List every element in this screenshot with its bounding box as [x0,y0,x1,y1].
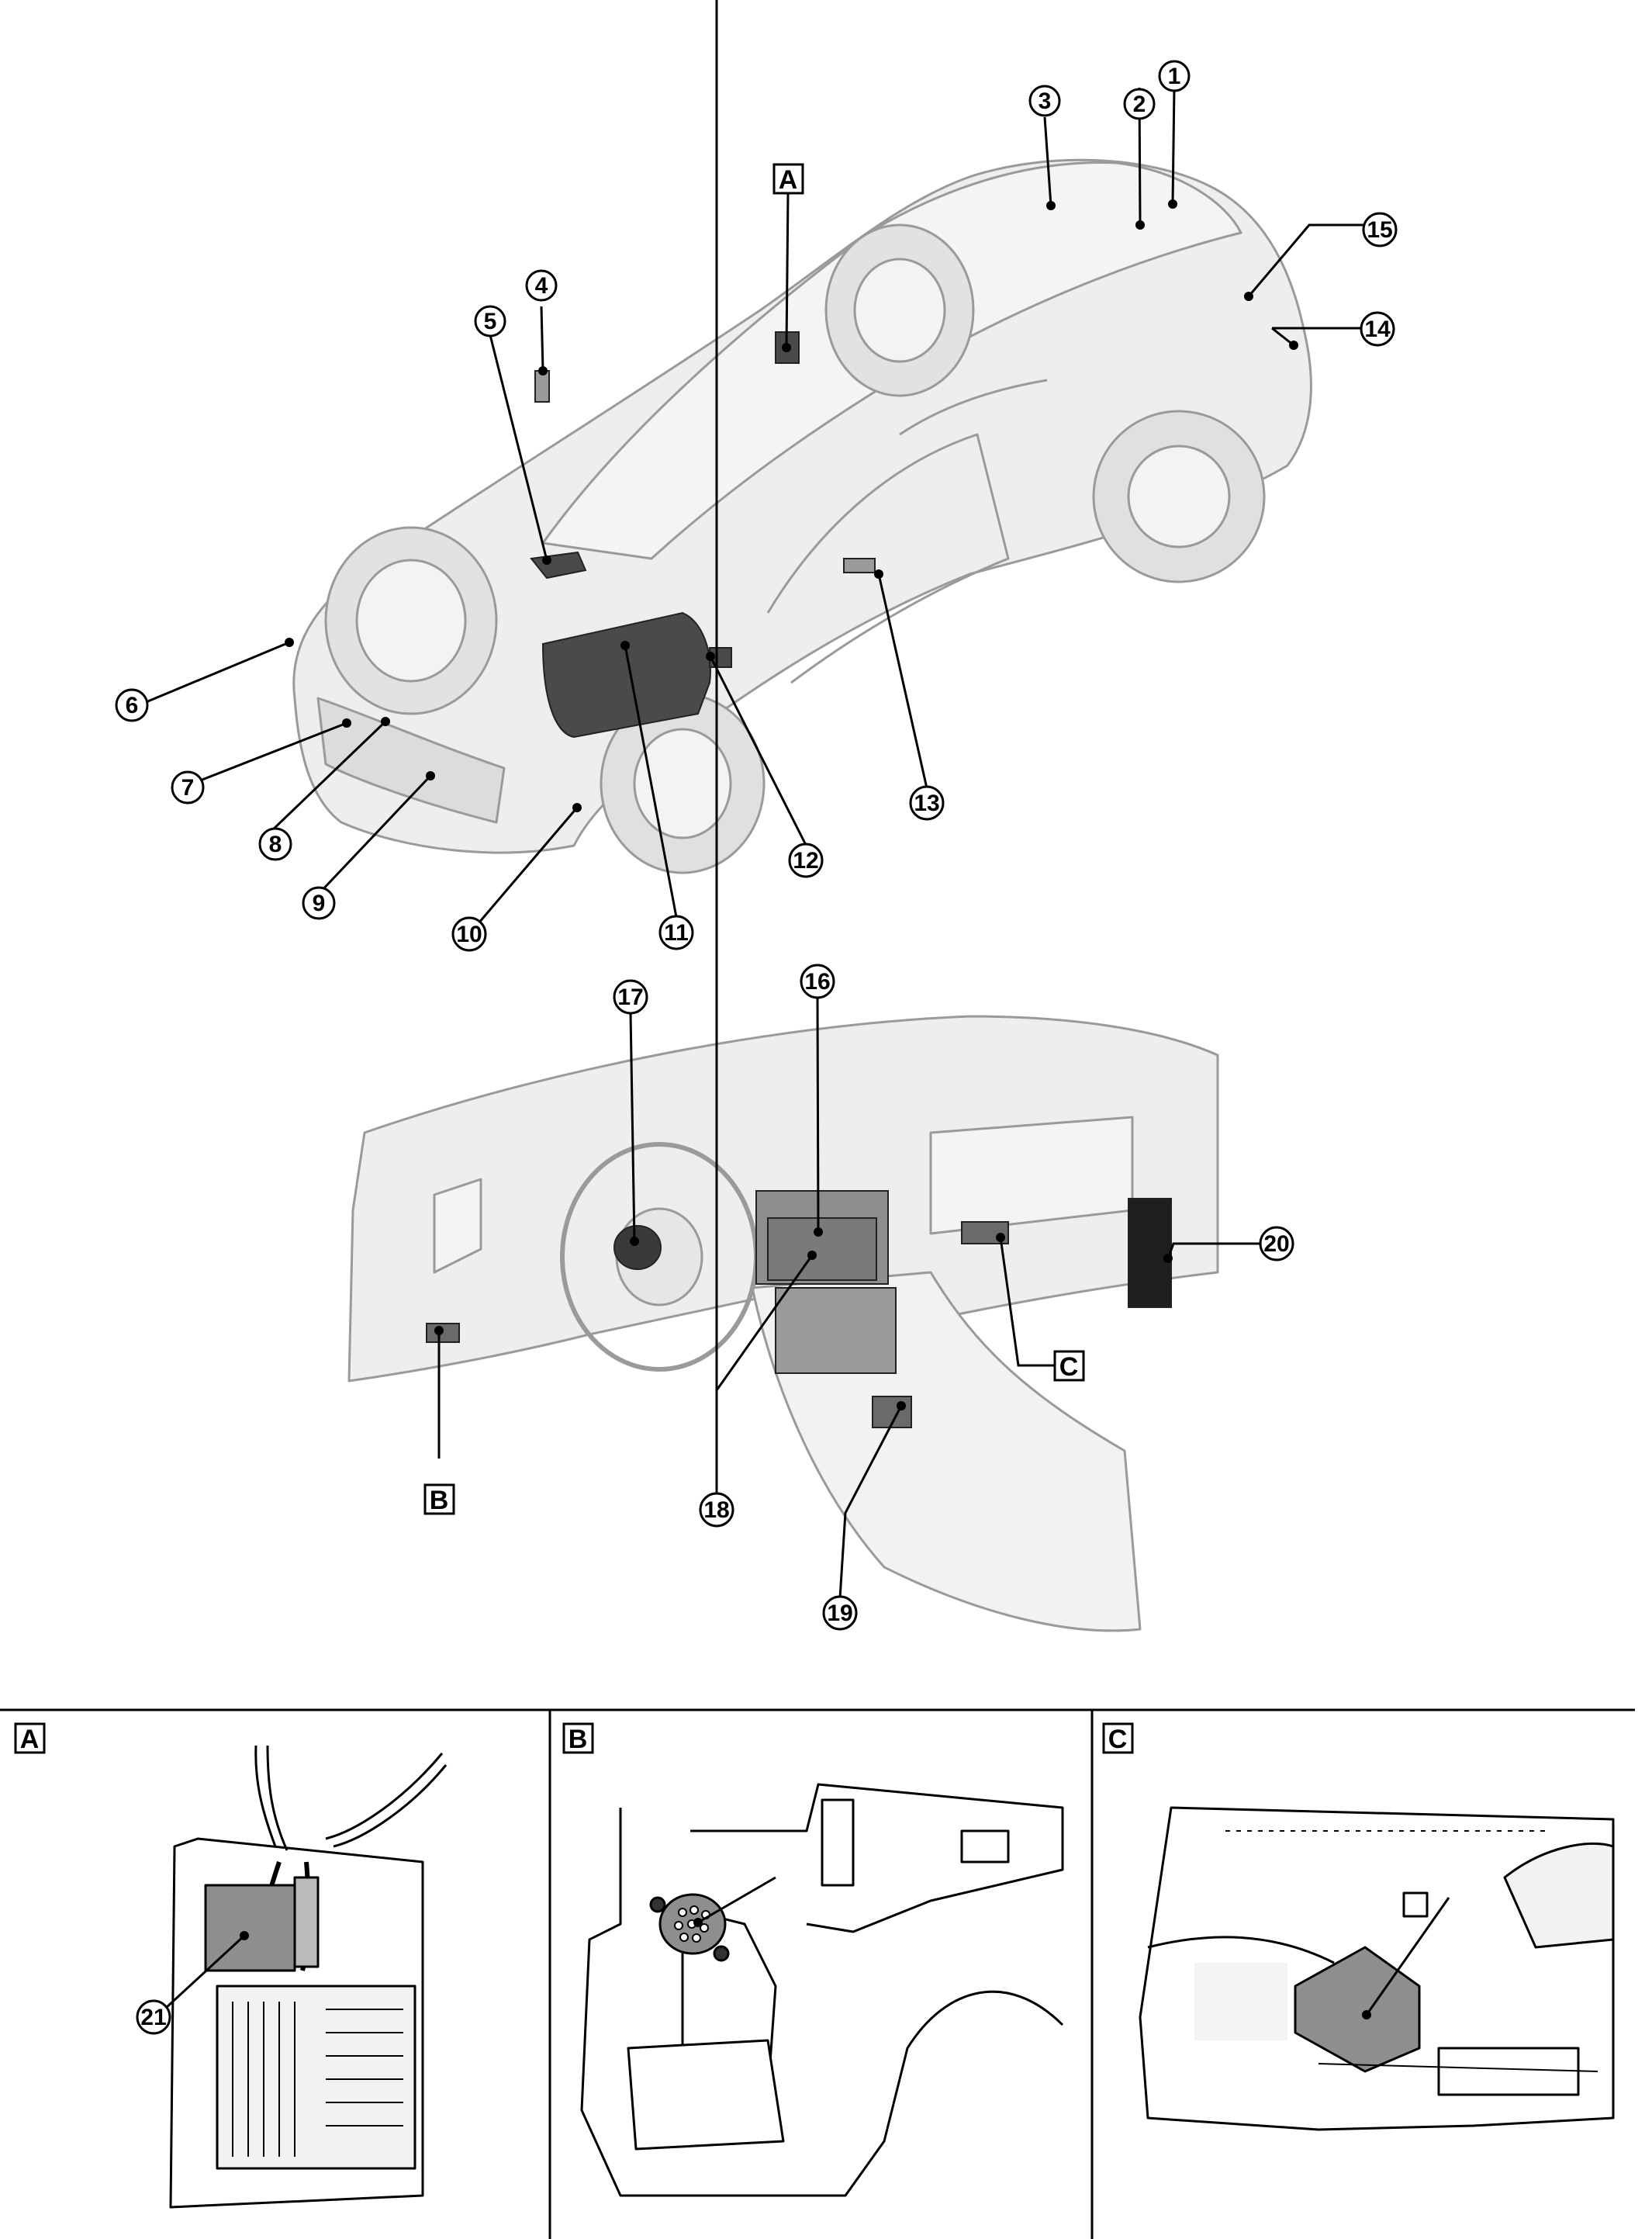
svg-text:7: 7 [181,775,195,801]
panel-c-illustration [1139,1806,1615,2131]
callout-21: 21 [136,1999,171,2035]
view-ref-a-line [785,192,790,348]
leader-lines [140,0,1363,1599]
svg-text:18: 18 [703,1497,729,1523]
center-unit [775,1287,897,1374]
component-19 [872,1396,912,1428]
view-ref-c: C [1053,1350,1085,1382]
callout-7: 7 [171,770,205,805]
callout-5: 5 [474,305,506,337]
panel-a-dot [240,1931,249,1940]
svg-text:11: 11 [664,920,689,946]
transmission-component [541,611,711,739]
svg-text:3: 3 [1039,88,1052,114]
panel-a-label: A [14,1722,46,1754]
component-23 [1294,1946,1421,2073]
callout-14: 14 [1360,311,1395,347]
panel-c-leader [1365,1897,1450,2016]
callout-19: 19 [822,1595,858,1631]
bcm-module [1128,1198,1172,1308]
panel-b-label: B [562,1722,594,1754]
svg-text:21: 21 [140,2005,166,2030]
callout-9: 9 [302,886,336,920]
svg-text:2: 2 [1133,92,1146,117]
svg-text:4: 4 [535,273,548,299]
svg-text:10: 10 [456,922,482,947]
callout-16: 16 [800,964,835,999]
panel-b-leader [697,1876,776,1924]
vehicle-components [530,331,876,739]
callout-18: 18 [699,1492,734,1528]
detail-panels-frame [0,1708,1635,2239]
callout-20: 20 [1259,1226,1294,1261]
callout-1: 1 [1158,60,1191,92]
svg-text:13: 13 [914,791,939,816]
callout-11: 11 [658,915,694,950]
callout-8: 8 [258,827,292,861]
callout-10: 10 [451,916,487,952]
svg-text:1: 1 [1168,64,1181,89]
svg-text:A: A [779,165,798,195]
svg-text:20: 20 [1263,1231,1289,1257]
svg-text:C: C [1059,1352,1079,1382]
callout-12: 12 [788,843,824,878]
panel-b-illustration [580,1783,1064,2197]
panel-c-dot [1362,2010,1371,2019]
component-4 [534,370,550,403]
svg-text:5: 5 [484,309,497,334]
svg-text:14: 14 [1364,317,1391,342]
callout-13: 13 [909,785,945,821]
svg-text:B: B [569,1725,588,1754]
svg-text:16: 16 [804,969,830,995]
component-13 [843,558,876,573]
svg-text:12: 12 [793,848,818,874]
dashboard-components [426,1190,1172,1428]
vehicle-illustration [292,158,1312,874]
view-ref-b: B [423,1483,455,1515]
svg-text:17: 17 [617,985,643,1010]
panel-a-illustration [169,1745,448,2209]
panel-a-leader [164,1934,246,2009]
panel-c-label: C [1102,1722,1134,1754]
panel-b-dot [693,1918,703,1927]
spiral-cable [613,1225,662,1270]
svg-text:B: B [430,1486,449,1515]
svg-text:A: A [20,1725,40,1754]
svg-text:9: 9 [313,891,326,916]
svg-text:19: 19 [827,1601,852,1626]
svg-text:8: 8 [269,832,282,857]
view-ref-a: A [772,163,804,195]
svg-text:C: C [1108,1725,1128,1754]
callout-3: 3 [1028,85,1061,117]
callout-2: 2 [1123,88,1156,120]
display-lower [767,1217,877,1281]
svg-text:6: 6 [126,693,139,718]
callout-4: 4 [525,269,558,302]
svg-text:15: 15 [1367,217,1392,243]
callout-15: 15 [1362,212,1398,247]
callout-17: 17 [613,979,648,1015]
callout-6: 6 [115,688,149,722]
